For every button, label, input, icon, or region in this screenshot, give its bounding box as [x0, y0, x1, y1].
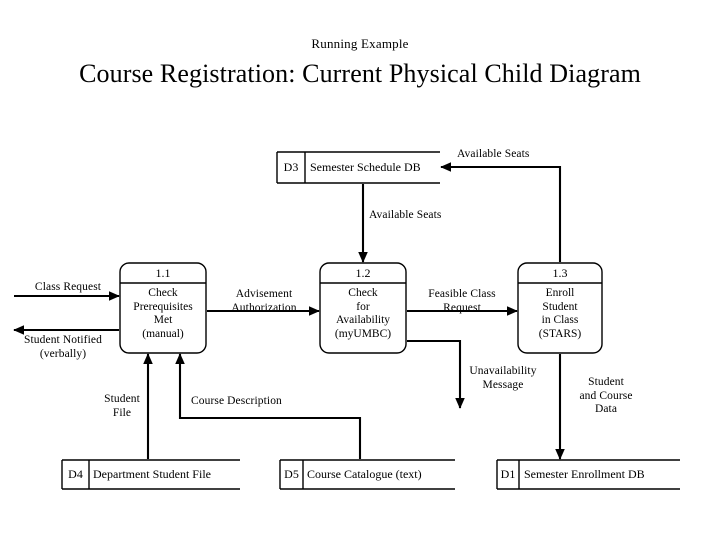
flow-label-student-file-line-2: File — [112, 406, 132, 419]
process-1-1-name-line-3: Met — [153, 314, 173, 327]
process-1-3-shape — [517, 262, 603, 354]
data-store-D4-name: Department Student File — [93, 467, 211, 481]
flow-label-class-request-line-1: Class Request — [34, 281, 102, 293]
process-1-2-shape — [319, 262, 407, 354]
flow-label-student-and-course-data-line-2: and Course — [579, 389, 633, 402]
page-title: Course Registration: Current Physical Ch… — [79, 59, 641, 88]
subtitle: Running Example — [311, 36, 409, 51]
flow-label-available-seats-up-line-1: Available Seats — [457, 148, 530, 160]
data-store-D5-id: D5 — [284, 467, 299, 481]
flow-label-advisement-authorization-line-1: Advisement — [235, 288, 293, 300]
flow-label-unavailability-message-line-2: Message — [482, 378, 524, 391]
process-1-2-name-line-4: (myUMBC) — [334, 327, 392, 340]
data-store-D5-name: Course Catalogue (text) — [307, 467, 422, 481]
flow-unavailability-message — [407, 339, 465, 409]
data-store-D3-shape — [276, 151, 440, 184]
flow-label-student-notified-line-2: (verbally) — [39, 347, 87, 360]
process-1-3-number: 1.3 — [552, 266, 568, 280]
data-store-D3-name: Semester Schedule DB — [310, 160, 421, 174]
process-1-3-name-line-3: in Class — [541, 314, 579, 327]
flow-label-feasible-class-request: Feasible Class Request — [410, 288, 514, 315]
process-1-2-name-line-2: for — [356, 300, 370, 313]
flow-label-student-file-line-1: Student — [104, 393, 140, 405]
process-1-3-name-line-4: (STARS) — [538, 327, 582, 340]
flow-label-student-notified: Student Notified (verbally) — [4, 334, 122, 361]
data-store-D4-shape — [61, 459, 240, 490]
flow-label-student-notified-line-1: Student Notified — [24, 334, 102, 346]
flow-label-feasible-class-request-line-1: Feasible Class — [428, 288, 496, 300]
flow-label-advisement-authorization: Advisement Authorization — [210, 288, 318, 315]
data-store-D1-id: D1 — [500, 467, 516, 481]
flow-label-student-file: Student File — [96, 393, 148, 420]
data-store-D3-id: D3 — [283, 160, 299, 174]
process-1-3-name: Enroll Student in Class (STARS) — [516, 287, 604, 341]
flow-label-available-seats-down: Available Seats — [369, 209, 469, 223]
flow-label-unavailability-message-line-1: Unavailability — [469, 365, 537, 377]
process-1-1-name-line-1: Check — [148, 287, 178, 299]
data-store-D4-id: D4 — [68, 467, 83, 481]
flow-label-feasible-class-request-line-2: Request — [443, 301, 481, 314]
process-1-3-name-line-2: Student — [542, 300, 578, 313]
flow-label-advisement-authorization-line-2: Authorization — [231, 301, 297, 314]
data-store-D5-shape — [279, 459, 455, 490]
data-store-D1-name: Semester Enrollment DB — [524, 467, 645, 481]
process-1-2-number: 1.2 — [355, 266, 371, 280]
process-1-1-number: 1.1 — [155, 266, 171, 280]
flow-label-course-description: Course Description — [191, 395, 321, 409]
flow-course-description — [175, 353, 362, 459]
data-store-D1-shape — [496, 459, 680, 490]
process-1-2-name-line-1: Check — [348, 287, 378, 299]
process-1-2-name-line-3: Availability — [335, 314, 391, 327]
flow-available-seats-up — [440, 162, 562, 262]
flow-label-student-and-course-data-line-1: Student — [588, 376, 624, 388]
flow-label-student-and-course-data: Student and Course Data — [566, 376, 646, 417]
process-1-1-name-line-2: Prerequisites — [133, 300, 193, 313]
flow-label-unavailability-message: Unavailability Message — [455, 365, 551, 392]
flow-label-class-request: Class Request — [18, 281, 118, 295]
process-1-1-name: Check Prerequisites Met (manual) — [118, 287, 208, 341]
process-1-2-name: Check for Availability (myUMBC) — [318, 287, 408, 341]
process-1-3-name-line-1: Enroll — [545, 287, 575, 299]
flow-label-available-seats-down-line-1: Available Seats — [369, 209, 442, 221]
process-1-1-name-line-4: (manual) — [142, 327, 184, 340]
flow-label-student-and-course-data-line-3: Data — [594, 403, 618, 415]
flow-label-available-seats-up: Available Seats — [457, 148, 557, 162]
flow-label-course-description-line-1: Course Description — [191, 395, 282, 407]
process-1-1-shape — [119, 262, 207, 354]
